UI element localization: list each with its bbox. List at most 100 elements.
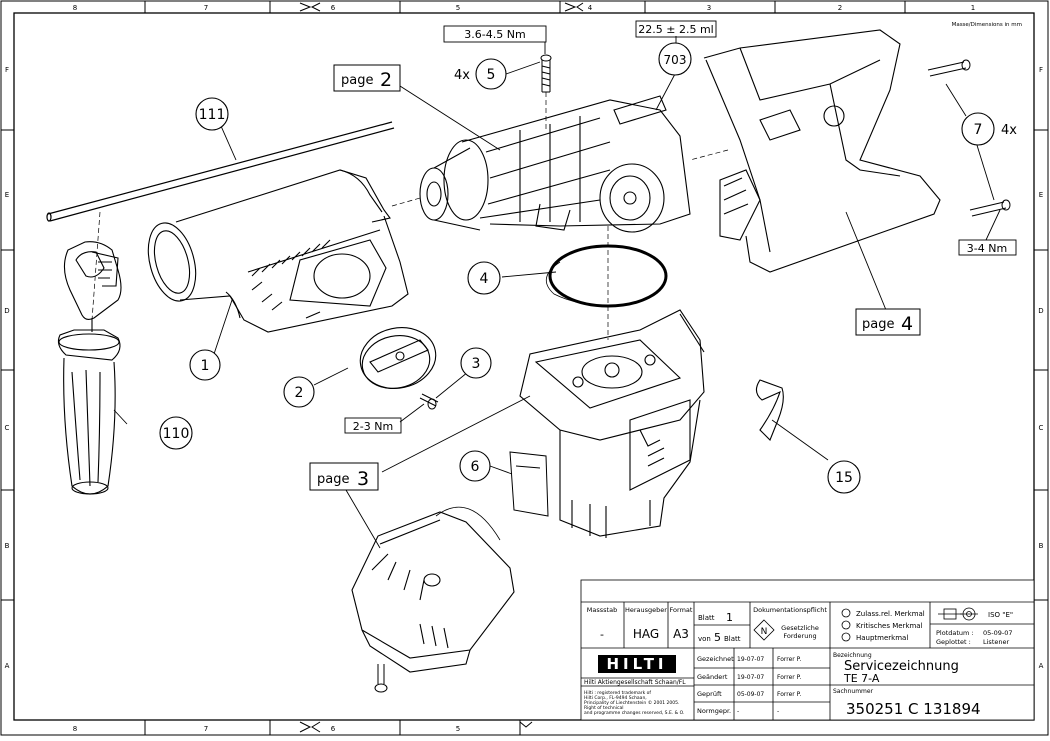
qty-7: 4x [1001,123,1017,138]
svg-text:-: - [777,708,779,715]
svg-text:Gesetzliche: Gesetzliche [781,624,819,632]
callout-6: 6 [471,459,480,475]
svg-text:B: B [1039,542,1044,550]
gear-housing [519,309,705,538]
callout-703: 703 [664,53,687,67]
svg-text:A: A [5,662,10,670]
svg-text:Forrer P.: Forrer P. [777,674,801,681]
svg-text:1: 1 [971,4,975,12]
callout-2: 2 [295,385,304,401]
svg-text:5: 5 [456,4,460,12]
svg-text:6: 6 [331,4,336,12]
svg-text:5: 5 [714,631,721,644]
svg-text:D: D [4,307,9,315]
callout-3: 3 [472,356,481,372]
svg-text:Bezeichnung: Bezeichnung [833,652,872,659]
svg-text:E: E [1039,191,1043,199]
svg-text:Massstab: Massstab [587,606,617,614]
callout-7: 7 [974,122,983,138]
o-ring [546,244,668,308]
screw-3 [419,393,439,410]
svg-text:N: N [761,627,768,637]
callout-5: 5 [487,67,496,83]
page-ref-boxes [309,64,921,491]
spec-boxes [344,20,1017,434]
svg-text:05-09-07: 05-09-07 [737,691,764,698]
svg-text:Geplottet :: Geplottet : [936,638,971,646]
bottom-cover [351,506,515,673]
callout-110: 110 [163,426,190,442]
quantity-marks: 4x 4x [454,68,1017,138]
front-housing [147,169,409,333]
screws-7 [927,59,1011,217]
svg-text:8: 8 [73,725,77,733]
label-6 [509,451,549,517]
depth-gauge-rod [46,121,395,222]
svg-text:Forderung: Forderung [783,632,816,640]
svg-text:Listener: Listener [983,638,1009,646]
svg-text:3: 3 [707,4,711,12]
svg-text:Sachnummer: Sachnummer [833,688,874,695]
svg-text:Forrer P.: Forrer P. [777,691,801,698]
leader-lines [113,36,1001,549]
units-note: Masse/Dimensions in mm [952,22,1022,28]
page-ref-4-num: 4 [901,313,913,335]
bottom-screw [374,664,388,693]
side-handle [57,241,122,495]
svg-text:19-07-07: 19-07-07 [737,674,764,681]
title-block-texts: Massstab - Herausgeber HAG Format A3 Bla… [584,606,1013,718]
callout-111: 111 [199,107,226,123]
svg-text:Hilti Corp., FL-9494 Schaan,: Hilti Corp., FL-9494 Schaan, [584,695,647,701]
svg-text:Plotdatum :: Plotdatum : [936,629,974,637]
svg-text:19-07-07: 19-07-07 [737,656,764,663]
svg-text:Hilti : registered trademark o: Hilti : registered trademark of [584,690,651,696]
grease-703: 22.5 ± 2.5 ml [638,23,713,36]
torque-screw3: 2-3 Nm [353,420,393,433]
svg-text:Gezeichnet: Gezeichnet [697,655,734,663]
drawing-title: Servicezeichnung [844,659,959,674]
function-selector-knob [359,327,437,389]
page-ref-4-word: page [862,317,894,332]
svg-text:Geprüft: Geprüft [697,690,722,698]
svg-text:Format: Format [670,606,693,614]
title-block [580,579,1035,721]
svg-text:1: 1 [726,611,733,624]
svg-text:E: E [5,191,9,199]
torque-screw7: 3-4 Nm [967,242,1007,255]
clip-15 [755,379,784,441]
svg-text:Dokumentationspflicht: Dokumentationspflicht [753,606,827,614]
svg-text:Principality of Liechtenstein: Principality of Liechtenstein © 2001 200… [584,699,679,706]
screw-5 [540,54,552,93]
svg-text:Forrer P.: Forrer P. [777,656,801,663]
rear-housing [703,29,941,273]
svg-text:von: von [698,635,711,643]
svg-text:-: - [600,628,604,641]
svg-text:Right of technical: Right of technical [584,705,624,711]
model-name: TE 7-A [843,672,880,685]
svg-text:7: 7 [204,4,208,12]
svg-text:B: B [5,542,10,550]
svg-text:ISO "E": ISO "E" [988,611,1013,619]
svg-text:7: 7 [204,725,208,733]
torque-screw5: 3.6-4.5 Nm [464,28,525,41]
svg-text:Normgepr.: Normgepr. [697,707,731,715]
svg-text:Herausgeber: Herausgeber [625,606,667,614]
callout-15: 15 [835,470,853,486]
svg-text:A3: A3 [673,627,689,641]
page-refs: page 2 page 3 page 4 [317,69,913,490]
svg-text:Kritisches Merkmal: Kritisches Merkmal [856,622,923,630]
assembly-lines [91,92,729,340]
page-ref-2-num: 2 [380,69,392,91]
svg-text:6: 6 [331,725,336,733]
svg-text:2: 2 [838,4,842,12]
svg-text:Zulass.rel. Merkmal: Zulass.rel. Merkmal [856,610,925,618]
svg-text:and programme changes reserved: and programme changes reserved, S.E. & O… [584,710,684,716]
qty-5: 4x [454,68,470,83]
svg-text:Blatt: Blatt [724,635,741,643]
svg-text:C: C [1039,424,1044,432]
svg-text:Blatt: Blatt [698,614,715,622]
svg-text:A: A [1039,662,1044,670]
